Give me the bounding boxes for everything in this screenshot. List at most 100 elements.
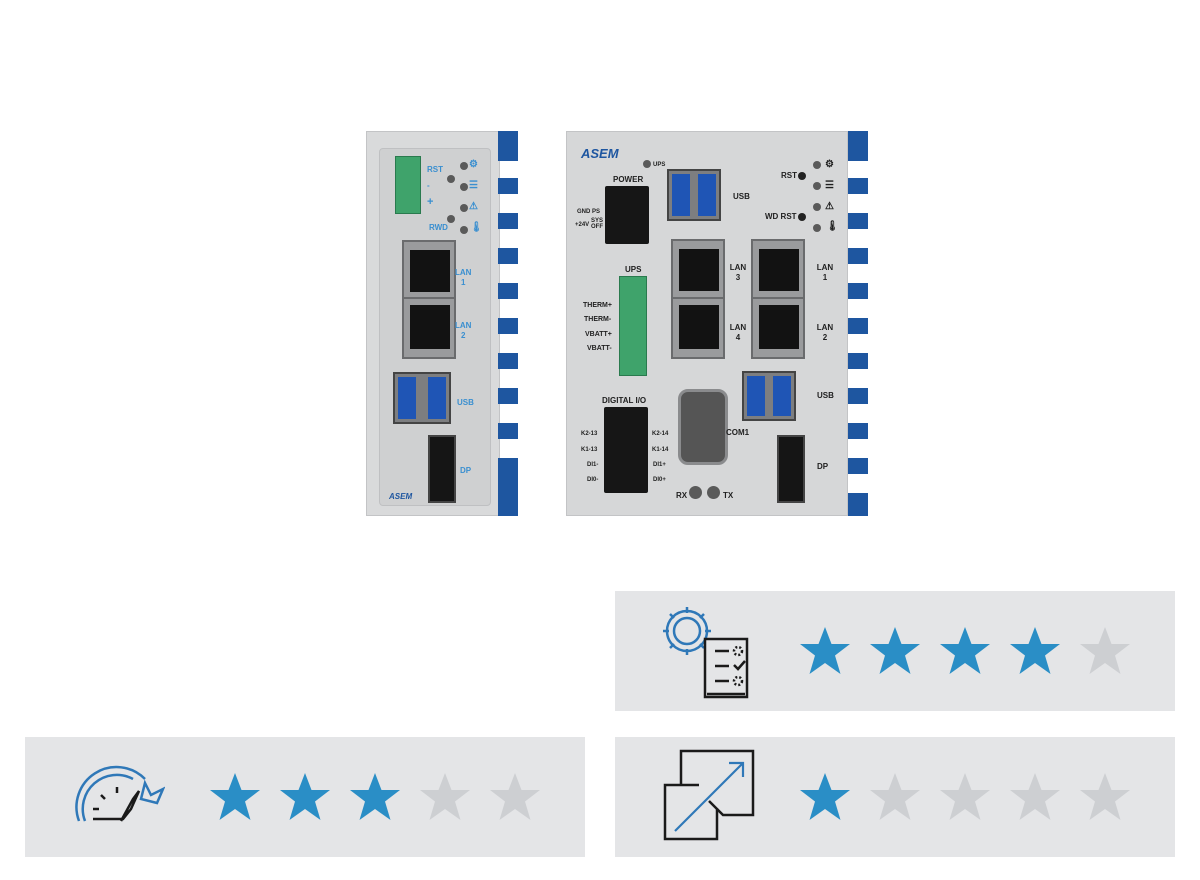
lan3-label: LAN 3: [729, 263, 747, 282]
lan-port-1: [751, 239, 805, 299]
warning-icon: ⚠: [825, 201, 834, 212]
rx-label: RX: [676, 491, 688, 500]
tx-led: [707, 486, 720, 499]
temperature-led: [460, 226, 468, 234]
com1-label: COM1: [726, 428, 750, 437]
rating-panel-performance: [25, 737, 585, 857]
rst-label: RST: [781, 171, 797, 180]
rst-button[interactable]: [447, 175, 455, 183]
usb-bottom-label: USB: [817, 391, 834, 400]
lan4-label: LAN 4: [729, 323, 747, 342]
rating-panel-scalability: [615, 737, 1175, 857]
thermometer-icon: 🌡: [470, 222, 483, 233]
wd-rst-button[interactable]: [798, 213, 806, 221]
rst-button[interactable]: [798, 172, 806, 180]
rating-panel-configuration: [615, 591, 1175, 711]
ups-led-label: UPS: [653, 162, 666, 168]
storage-led: [813, 182, 821, 190]
scalability-expand-icon: [663, 749, 755, 841]
star-filled-icon: [280, 773, 330, 820]
star-filled-icon: [870, 627, 920, 674]
k2-13-label: K2-13: [581, 431, 598, 437]
therm-plus-label: THERM+: [583, 302, 612, 309]
asem-logo: ASEM: [581, 146, 619, 161]
power-label: POWER: [613, 175, 644, 184]
k2-14-label: K2-14: [652, 431, 669, 437]
asem-logo: ASEM: [389, 492, 413, 501]
temperature-led: [813, 224, 821, 232]
power-terminal: [395, 156, 421, 214]
di1-plus-label: DI1+: [653, 462, 666, 468]
k1-13-label: K1-13: [581, 447, 598, 453]
star-empty-icon: [870, 773, 920, 820]
rwd-button[interactable]: [447, 215, 455, 223]
star-empty-icon: [420, 773, 470, 820]
digital-io-label: DIGITAL I/O: [602, 396, 647, 405]
lan-port-1: [402, 240, 456, 300]
star-filled-icon: [800, 627, 850, 674]
ups-led: [643, 160, 651, 168]
star-empty-icon: [940, 773, 990, 820]
usb-top-label: USB: [733, 192, 750, 201]
star-empty-icon: [490, 773, 540, 820]
gear-icon: ⚙: [469, 159, 478, 170]
displayport: [777, 435, 805, 503]
thermometer-icon: 🌡: [826, 221, 839, 232]
star-filled-icon: [1010, 627, 1060, 674]
ps-label: PS: [592, 209, 601, 215]
usb-ports: [393, 372, 451, 424]
warning-icon: ⚠: [469, 201, 478, 212]
lan-port-3: [671, 239, 725, 299]
rwd-label: RWD: [429, 223, 448, 232]
lan1-label: LAN 1: [816, 263, 834, 282]
small-device: RST - + RWD ⚙ ☰ ⚠ 🌡 LAN 1 LAN 2 USB DP A…: [366, 131, 500, 516]
plus-label: +: [427, 196, 434, 208]
minus-label: -: [427, 181, 430, 190]
star-filled-icon: [350, 773, 400, 820]
power-led: [460, 162, 468, 170]
displayport: [428, 435, 456, 503]
storage-icon: ☰: [825, 180, 834, 191]
24v-label: +24V: [575, 222, 590, 228]
tx-label: TX: [723, 491, 734, 500]
star-empty-icon: [1080, 627, 1130, 674]
k1-14-label: K1-14: [652, 447, 669, 453]
vbatt-minus-label: VBATT-: [587, 345, 612, 352]
performance-speedometer-icon: [75, 765, 165, 822]
rst-label: RST: [427, 165, 443, 174]
usb-ports-bottom: [742, 371, 796, 421]
therm-minus-label: THERM-: [584, 316, 612, 323]
gear-icon: ⚙: [825, 159, 834, 170]
di1-minus-label: DI1-: [587, 462, 599, 468]
gnd-label: GND: [577, 209, 591, 215]
star-filled-icon: [800, 773, 850, 820]
usb-label: USB: [457, 398, 474, 407]
power-connector: [605, 186, 649, 244]
ups-terminal: [619, 276, 647, 376]
di0-minus-label: DI0-: [587, 477, 599, 483]
storage-icon: ☰: [469, 180, 478, 191]
lan-port-2: [751, 297, 805, 359]
power-led: [813, 161, 821, 169]
star-filled-icon: [210, 773, 260, 820]
ups-label: UPS: [625, 265, 642, 274]
com1-serial-port: [678, 389, 728, 465]
vbatt-plus-label: VBATT+: [585, 331, 612, 338]
star-empty-icon: [1080, 773, 1130, 820]
lan2-label: LAN 2: [455, 321, 472, 340]
rx-led: [689, 486, 702, 499]
star-filled-icon: [940, 627, 990, 674]
dp-label: DP: [460, 466, 472, 475]
digital-io-connector: [604, 407, 648, 493]
star-empty-icon: [1010, 773, 1060, 820]
lan-port-2: [402, 297, 456, 359]
warning-led: [813, 203, 821, 211]
lan1-label: LAN 1: [455, 268, 472, 287]
lan2-label: LAN 2: [816, 323, 834, 342]
large-device: ASEM UPS POWER GND PS +24V SYS OFF USB R…: [566, 131, 848, 516]
dp-label: DP: [817, 462, 829, 471]
usb-ports-top: [667, 169, 721, 221]
di0-plus-label: DI0+: [653, 477, 666, 483]
lan-port-4: [671, 297, 725, 359]
wdrst-label: WD RST: [765, 212, 797, 221]
